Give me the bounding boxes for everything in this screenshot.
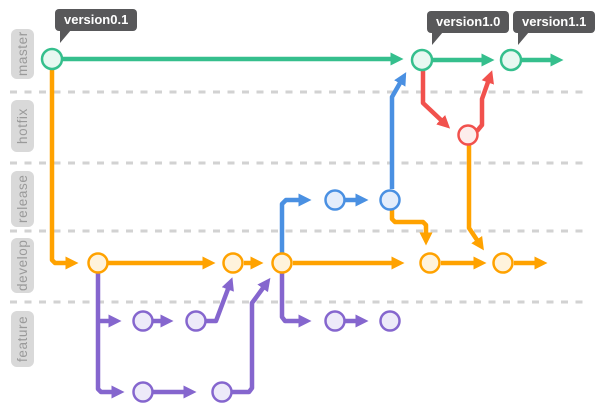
- develop-branch-edge: [49, 70, 79, 270]
- feature-branch-edge: [206, 277, 234, 324]
- develop-branch-edge: [389, 209, 433, 246]
- lane-label-hotfix: hotfix: [11, 100, 34, 152]
- master-commit-node: [410, 48, 434, 72]
- master-commit-node: [40, 47, 64, 71]
- develop-branch-edge: [466, 145, 484, 251]
- tag-version0-1: version0.1: [55, 9, 138, 43]
- feature-branch-edge: [95, 273, 125, 399]
- tag-version1-1: version1.1: [513, 11, 596, 45]
- release-branch-edge: [389, 72, 407, 189]
- develop-commit-node: [271, 252, 293, 274]
- develop-commit-node: [222, 252, 244, 274]
- lane-label-feature: feature: [11, 311, 34, 367]
- lane-label-release: release: [11, 171, 34, 227]
- release-commit-node: [324, 189, 346, 211]
- lane-label-develop: develop: [11, 238, 34, 293]
- feature-commit-node: [132, 310, 154, 332]
- hotfix-branch-edge: [475, 70, 494, 133]
- release-commit-node: [379, 189, 401, 211]
- feature-branch-edge: [232, 277, 271, 395]
- master-commit-node: [499, 48, 523, 72]
- feature-commit-node: [379, 310, 401, 332]
- feature-commit-node: [324, 310, 346, 332]
- release-branch-edge: [279, 193, 312, 253]
- feature-commit-node: [185, 310, 207, 332]
- lane-label-master: master: [11, 29, 34, 79]
- develop-commit-node: [87, 252, 109, 274]
- feature-branch-edge: [279, 273, 312, 328]
- tag-version1-0: version1.0: [427, 11, 510, 45]
- develop-commit-node: [419, 252, 441, 274]
- feature-commit-node: [132, 381, 154, 403]
- feature-commit-node: [211, 381, 233, 403]
- hotfix-commit-node: [457, 124, 479, 146]
- hotfix-branch-edge: [420, 71, 451, 129]
- develop-commit-node: [492, 252, 514, 274]
